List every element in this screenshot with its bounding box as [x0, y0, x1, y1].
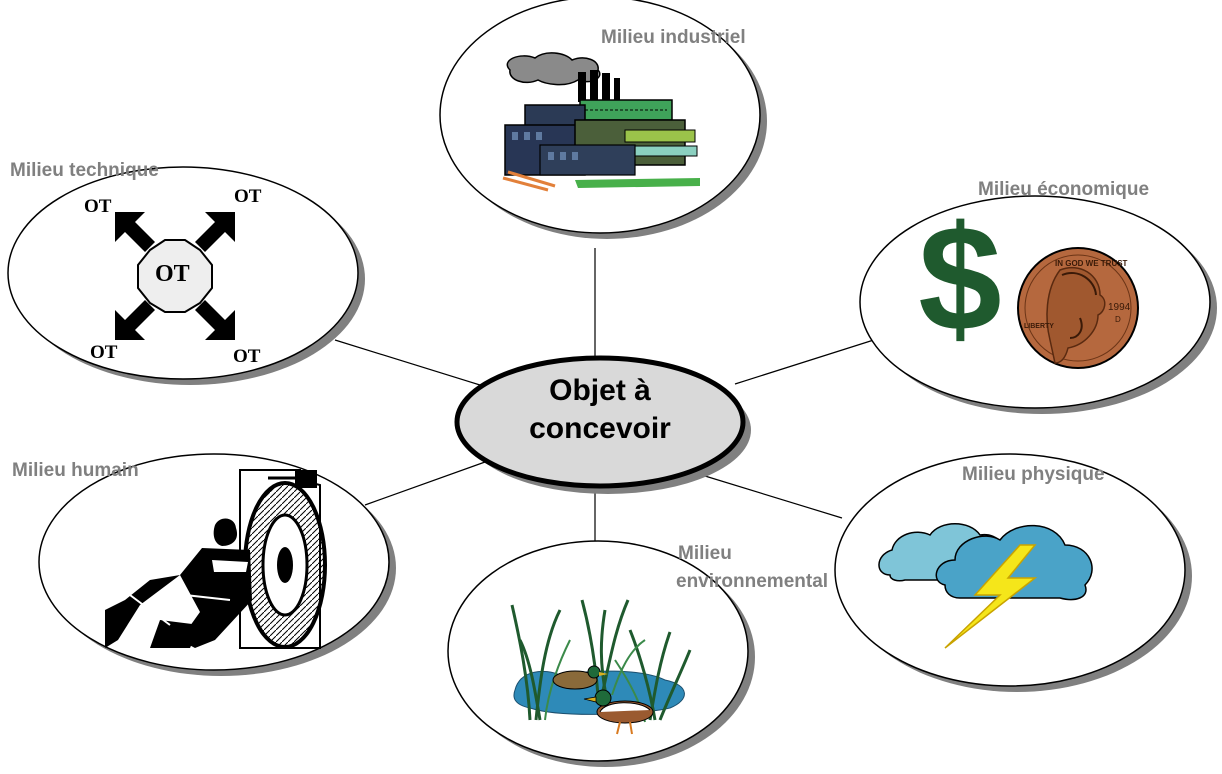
label-technique: Milieu technique: [10, 160, 159, 181]
storm-cloud-icon: [878, 523, 1093, 649]
label-humain: Milieu humain: [12, 460, 139, 481]
connector-technique: [334, 339, 481, 386]
ot-center-label: OT: [155, 261, 190, 287]
center-title-line1: Objet à: [549, 374, 651, 407]
label-environnemental-line1: Milieu: [678, 543, 732, 564]
center-title-line2: concevoir: [529, 411, 671, 445]
center-ellipse[interactable]: [454, 355, 751, 494]
factory-icon: [502, 52, 700, 192]
connector-economique: [734, 337, 881, 385]
ot-top-left-label: OT: [84, 196, 112, 217]
svg-text:$: $: [918, 194, 1001, 362]
label-economique: Milieu économique: [978, 179, 1150, 200]
dollar-coin-icon: $ IN GOD WE TRUST LIBERTY 1994 D: [918, 194, 1139, 369]
ot-arrows-icon: [115, 212, 235, 340]
duck-back: [552, 665, 608, 690]
mechanic-tire-icon: [105, 469, 327, 649]
label-environnemental-line2: environnemental: [676, 571, 829, 592]
duck-front: [583, 689, 654, 735]
label-physique: Milieu physique: [962, 464, 1105, 485]
svg-text:D: D: [1115, 315, 1121, 324]
connector-physique: [704, 475, 843, 519]
connector-humain: [364, 461, 486, 506]
ot-bottom-left-label: OT: [90, 342, 118, 363]
label-industriel: Milieu industriel: [601, 27, 746, 48]
connector-lines: [334, 248, 881, 550]
svg-text:IN GOD WE TRUST: IN GOD WE TRUST: [1055, 259, 1128, 268]
svg-text:LIBERTY: LIBERTY: [1024, 323, 1054, 330]
center-title: Objet à concevoir: [470, 372, 730, 447]
ot-top-right-label: OT: [234, 186, 262, 207]
ot-bottom-right-label: OT: [233, 346, 261, 367]
wetland-ducks-icon: [510, 599, 692, 735]
svg-text:1994: 1994: [1108, 302, 1131, 313]
